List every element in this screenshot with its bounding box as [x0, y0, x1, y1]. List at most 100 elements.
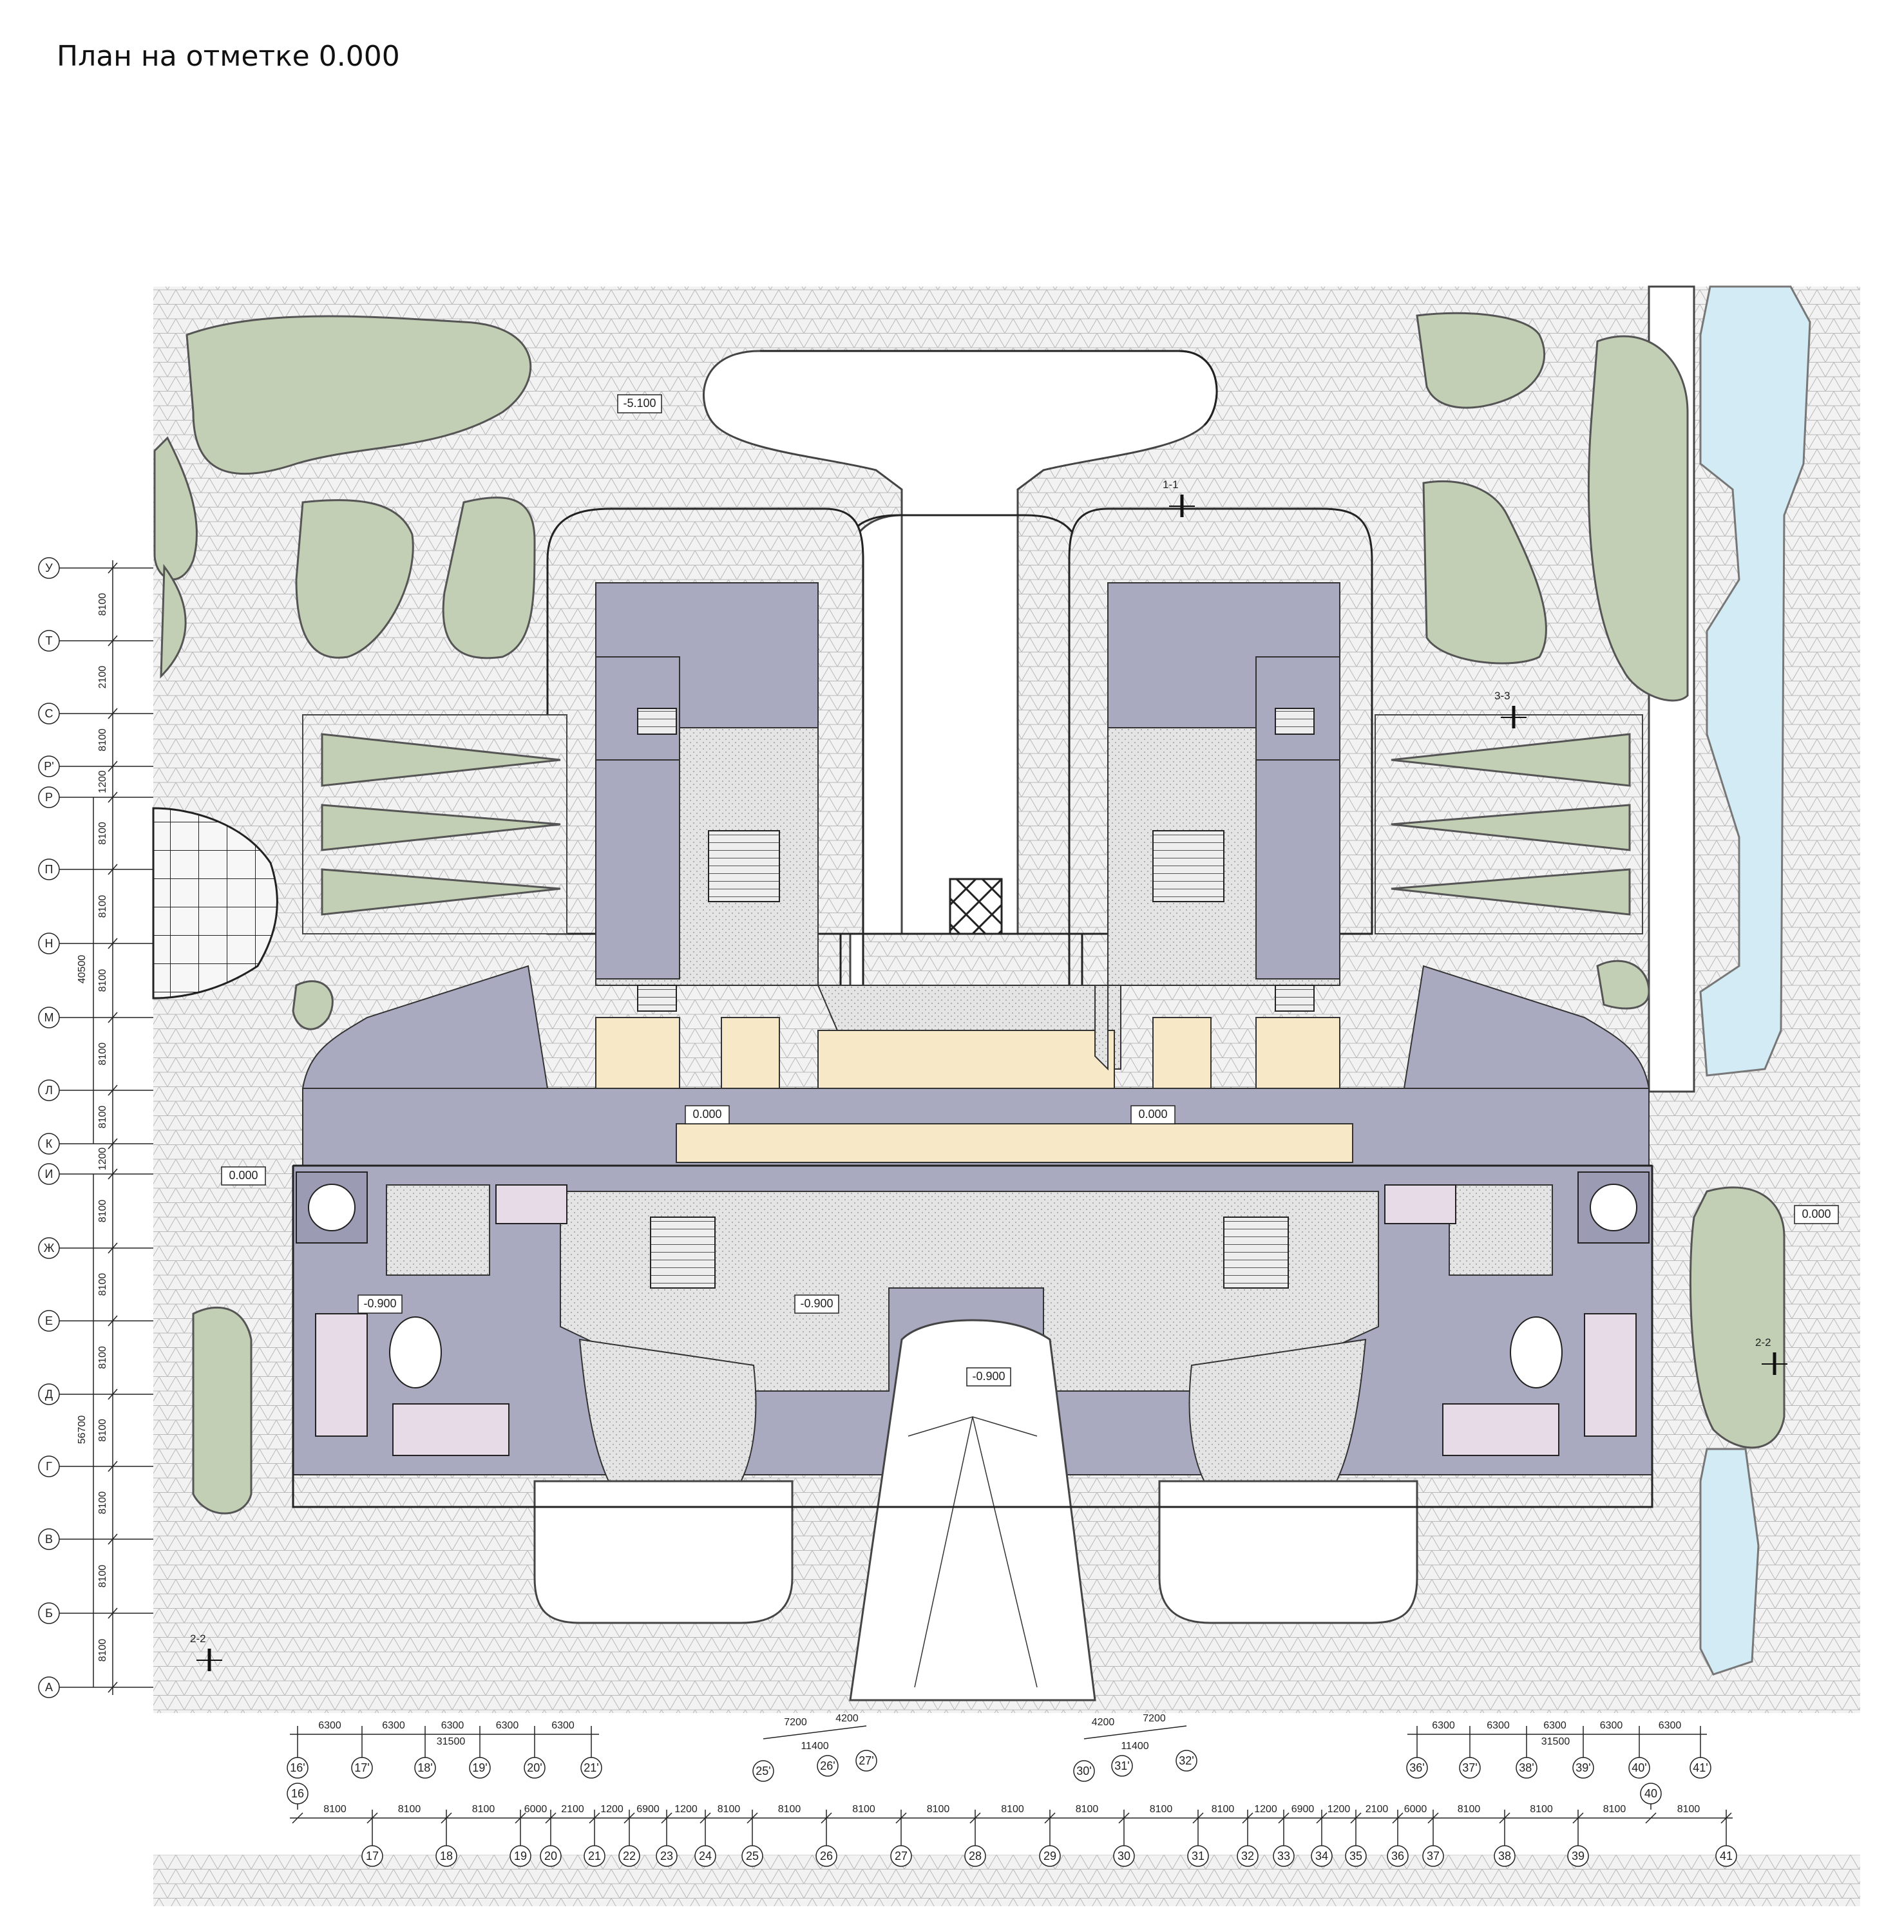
row-axis: М [38, 1007, 153, 1028]
mid-dim: 4200 [835, 1713, 859, 1724]
col-dim: 8100 [323, 1804, 347, 1815]
col-axis: 25 [741, 1810, 763, 1867]
col-axis-label: 18' [417, 1761, 432, 1774]
level-mark-text: -0.900 [800, 1297, 833, 1310]
glass-dome [152, 807, 278, 999]
col-axis-label: 35 [1349, 1850, 1362, 1862]
col-axis-label: 17 [366, 1850, 379, 1862]
row-axis: Н [38, 933, 153, 954]
col-axis-label: 36 [1391, 1850, 1404, 1862]
col-axis-label: 22 [623, 1850, 636, 1862]
row-dim: 1200 [97, 1148, 108, 1171]
row-axis-label: А [45, 1681, 53, 1694]
col-axis: 19 [509, 1810, 531, 1867]
col-axis-label: 20' [527, 1761, 542, 1774]
row-axis: И [38, 1163, 153, 1185]
col-dim: 1200 [1254, 1804, 1277, 1815]
section-mark-text: 1-1 [1163, 478, 1179, 491]
col-axis-label: 37 [1427, 1850, 1440, 1862]
section-mark: 2-2 [190, 1633, 222, 1671]
col-axis: 18 [435, 1810, 457, 1867]
col-dim: 8100 [1150, 1804, 1173, 1815]
level-mark-text: -0.900 [363, 1297, 396, 1310]
row-dim: 8100 [97, 593, 108, 616]
col-axis-prime: 17' [351, 1726, 373, 1779]
row-dim: 1200 [97, 770, 108, 793]
col-axis: 16 [287, 1783, 309, 1824]
level-mark: 0.000 [1130, 1105, 1176, 1124]
row-dim: 8100 [97, 969, 108, 992]
col-dim: 8100 [472, 1804, 495, 1815]
col-axis-label: 37' [1462, 1761, 1477, 1774]
col-axis-label: 39 [1572, 1850, 1585, 1862]
row-dim: 8100 [97, 1273, 108, 1296]
row-axis-label: М [44, 1011, 54, 1024]
col-dim: 6000 [524, 1804, 547, 1815]
row-axis: Р' [38, 755, 153, 777]
prime-total: 31500 [1541, 1736, 1570, 1747]
col-axis-label: 17' [354, 1761, 369, 1774]
col-axis: 34 [1311, 1810, 1333, 1867]
col-axis-label: 36' [1409, 1761, 1424, 1774]
page-title: План на отметке 0.000 [57, 40, 400, 73]
col-axis-label: 30 [1118, 1850, 1130, 1862]
row-dim: 8100 [97, 1106, 108, 1129]
prime-dim: 6300 [1659, 1720, 1682, 1731]
col-axis: 28 [964, 1810, 986, 1867]
row-dim: 2100 [97, 666, 108, 689]
row-axis: Е [38, 1310, 153, 1332]
row-axis-label: Е [45, 1314, 53, 1327]
col-axis-label: 19' [472, 1761, 487, 1774]
row-dim: 8100 [97, 1346, 108, 1369]
water-channel [1699, 285, 1811, 1077]
col-axis-label: 38' [1519, 1761, 1534, 1774]
col-axis-label: 40' [1632, 1761, 1646, 1774]
mid-total: 11400 [801, 1741, 828, 1752]
row-dim: 8100 [97, 728, 108, 752]
row-dim: 8100 [97, 1043, 108, 1066]
col-dim: 8100 [1530, 1804, 1553, 1815]
prime-dim: 6300 [441, 1720, 464, 1731]
mid-dim: 7200 [784, 1717, 807, 1728]
row-axis: Д [38, 1383, 153, 1405]
row-dim: 8100 [97, 1492, 108, 1515]
col-axis-label: 38 [1498, 1850, 1511, 1862]
row-axis: С [38, 703, 153, 724]
section-mark-text: 2-2 [1755, 1336, 1771, 1349]
row-dim: 8100 [97, 1200, 108, 1223]
col-axis-label: 30' [1076, 1765, 1091, 1777]
col-dim: 8100 [778, 1804, 801, 1815]
section-mark-text: 2-2 [190, 1633, 206, 1645]
col-dim: 6000 [1404, 1804, 1427, 1815]
lawns [153, 312, 1785, 1515]
col-axis: 22 [618, 1810, 640, 1867]
col-axis: 32 [1237, 1810, 1259, 1867]
col-dim: 8100 [852, 1804, 875, 1815]
col-axis-mid: 32' [1176, 1750, 1197, 1772]
mid-total: 11400 [1121, 1741, 1148, 1752]
col-axis: 31 [1187, 1810, 1209, 1867]
col-dim: 1200 [1328, 1804, 1351, 1815]
col-axis-label: 24 [699, 1850, 712, 1862]
level-mark-text: 0.000 [229, 1169, 258, 1182]
col-dim: 1200 [674, 1804, 698, 1815]
level-mark: 0.000 [685, 1105, 730, 1124]
col-axis-label: 18 [440, 1850, 453, 1862]
col-dim: 8100 [1458, 1804, 1481, 1815]
col-axis-prime: 39' [1572, 1726, 1594, 1779]
prime-dim: 6300 [551, 1720, 575, 1731]
section-mark: 3-3 [1494, 690, 1527, 728]
col-axis-label: 29 [1043, 1850, 1056, 1862]
col-dim: 8100 [398, 1804, 421, 1815]
col-axis-label: 20 [544, 1850, 557, 1862]
mid-dim: 7200 [1143, 1713, 1166, 1724]
row-dim: 8100 [97, 1639, 108, 1662]
col-axis-prime: 16' [287, 1726, 309, 1779]
col-dim: 8100 [1001, 1804, 1024, 1815]
col-axis: 20 [540, 1810, 562, 1867]
row-axis: Б [38, 1602, 153, 1624]
row-total-dim: 40500 [77, 955, 88, 984]
level-mark: 0.000 [221, 1166, 266, 1186]
col-axis-prime: 21' [580, 1726, 602, 1779]
col-axis-label: 19 [514, 1850, 527, 1862]
